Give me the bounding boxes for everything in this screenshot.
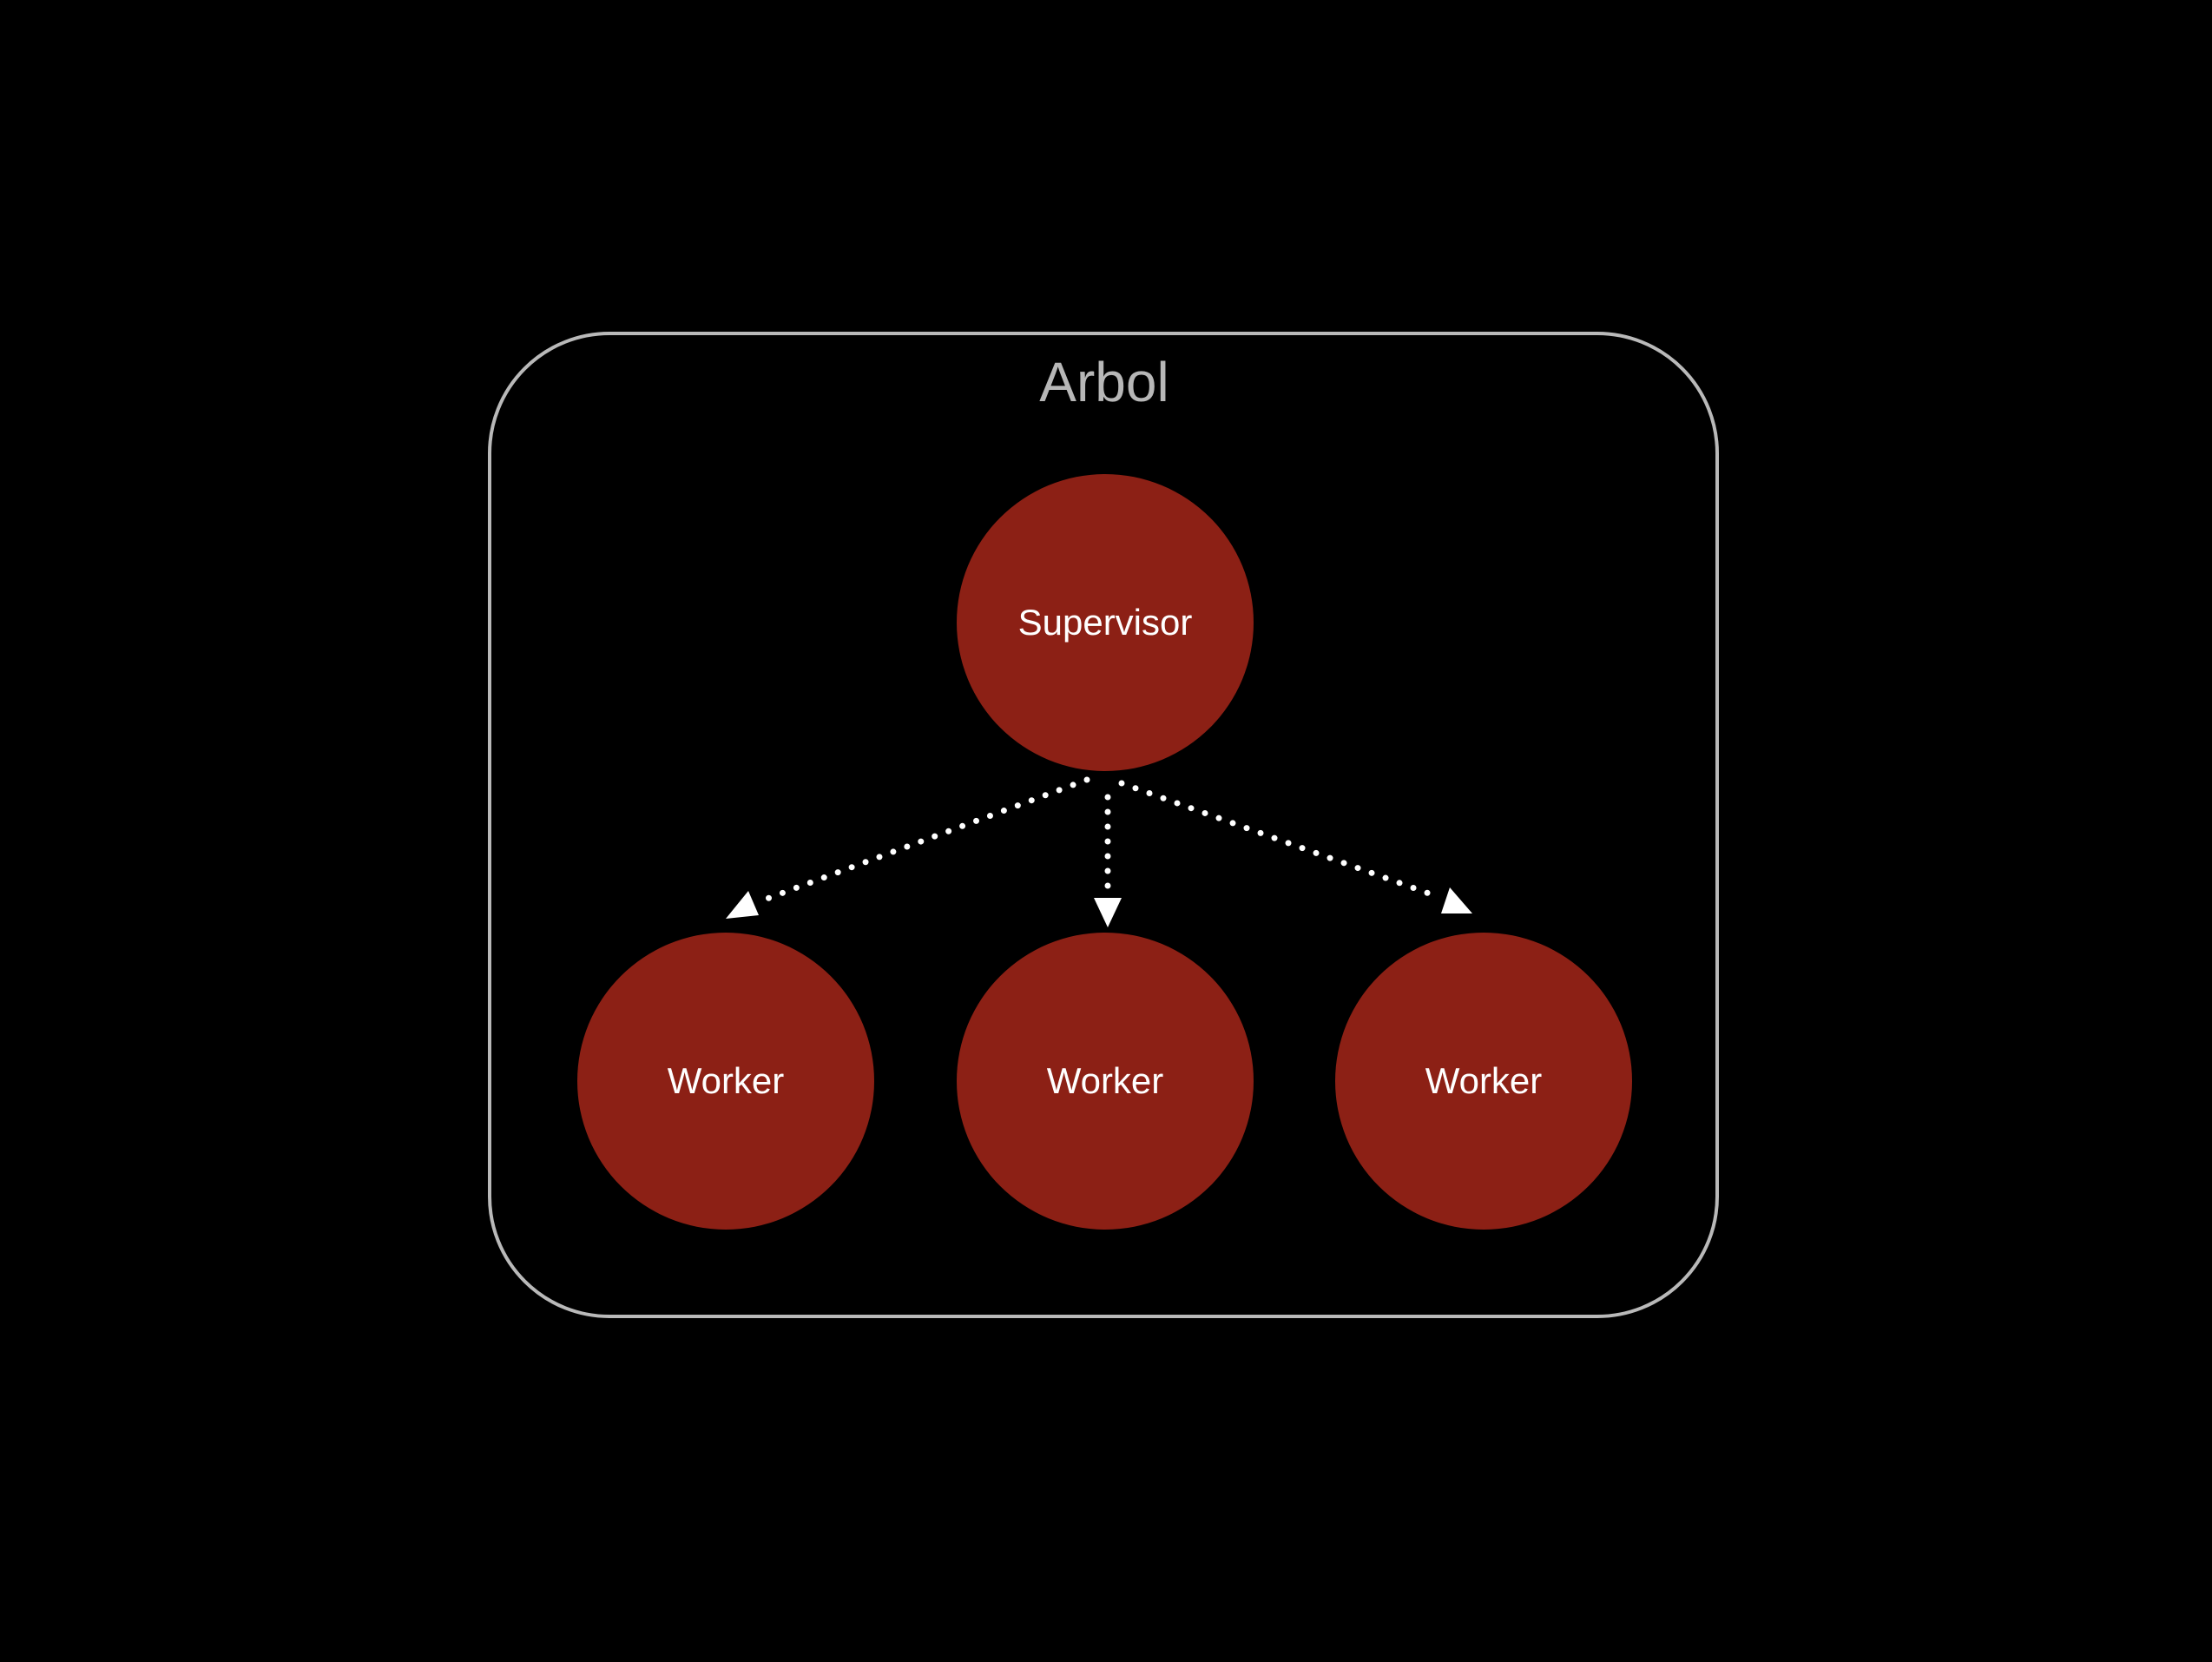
- worker-node: Worker: [577, 933, 874, 1230]
- supervisor-node: Supervisor: [957, 474, 1254, 771]
- worker-label: Worker: [1046, 1060, 1164, 1101]
- worker-node: Worker: [957, 933, 1254, 1230]
- arbol-container: [488, 332, 1719, 1318]
- container-title: Arbol: [1039, 351, 1169, 413]
- supervisor-label: Supervisor: [1017, 602, 1193, 643]
- worker-node: Worker: [1335, 933, 1632, 1230]
- worker-label: Worker: [667, 1060, 785, 1101]
- worker-label: Worker: [1425, 1060, 1543, 1101]
